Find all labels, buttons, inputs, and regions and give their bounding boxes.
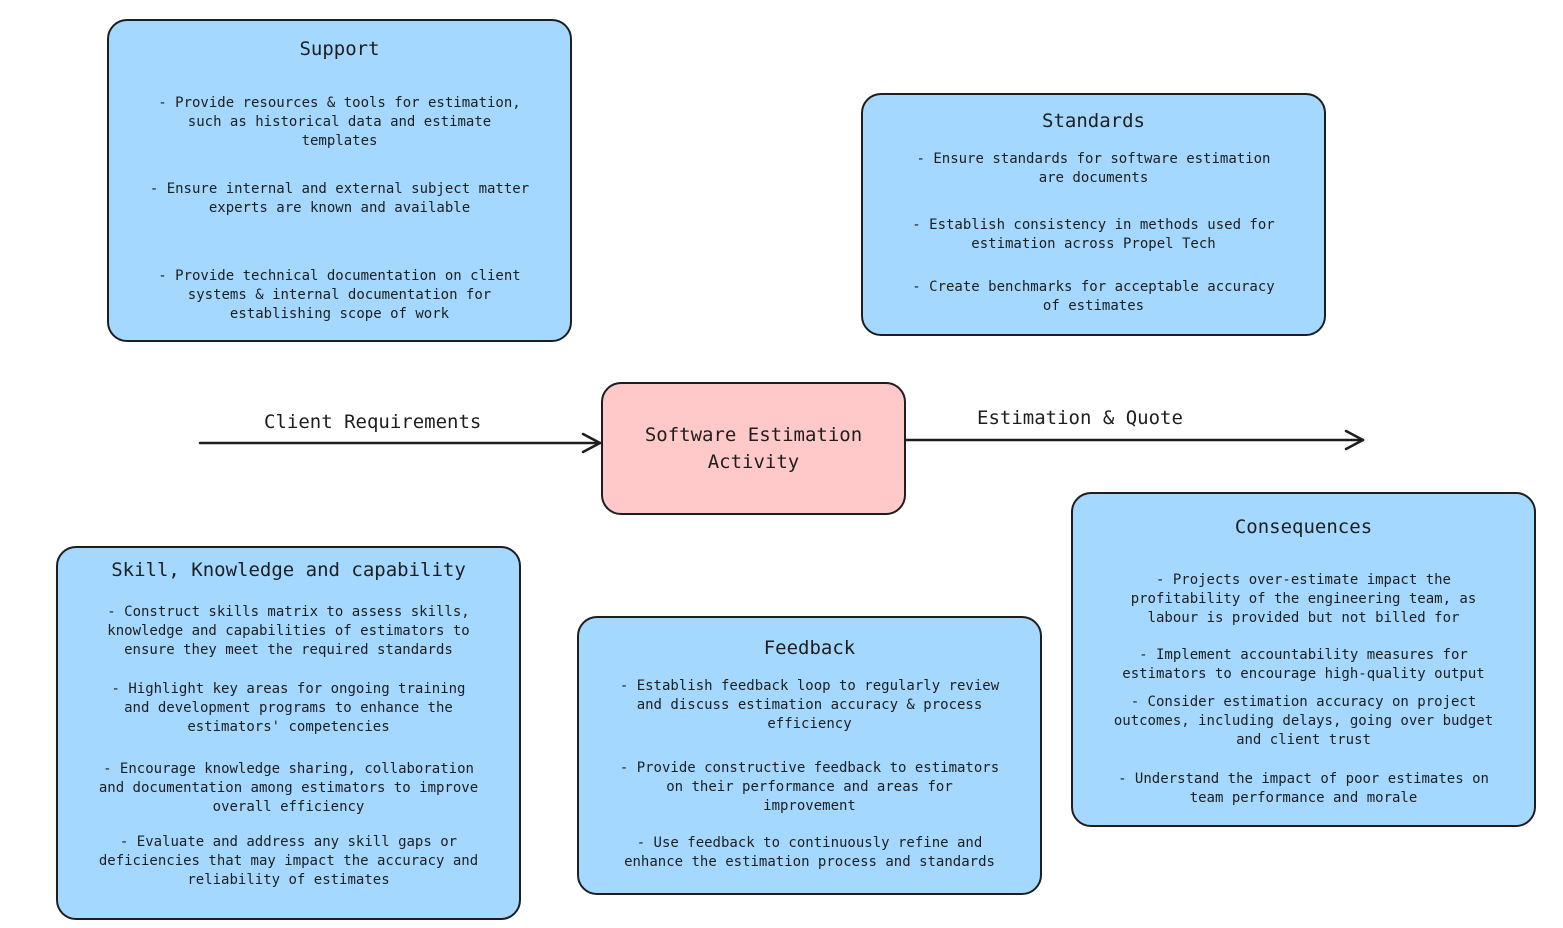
feedback-title: Feedback	[763, 637, 856, 659]
skills-box: Skill, Knowledge and capability - Constr…	[56, 546, 521, 920]
support-title: Support	[299, 38, 380, 60]
feedback-item: - Establish feedback loop to regularly r…	[619, 678, 1000, 732]
skills-title: Skill, Knowledge and capability	[111, 559, 466, 581]
center-node: Software Estimation Activity	[601, 382, 906, 515]
consequences-item: - Understand the impact of poor estimate…	[1118, 771, 1489, 806]
input-arrow-label: Client Requirements	[264, 411, 482, 433]
standards-item: - Establish consistency in methods used …	[912, 217, 1275, 252]
standards-title: Standards	[1042, 110, 1145, 132]
support-item: - Provide resources & tools for estimati…	[158, 95, 521, 149]
consequences-item: - Projects over-estimate impact the prof…	[1130, 572, 1477, 626]
output-arrow-label: Estimation & Quote	[977, 407, 1183, 429]
input-arrow	[198, 432, 602, 454]
skills-item: - Construct skills matrix to assess skil…	[107, 604, 470, 658]
skills-item: - Encourage knowledge sharing, collabora…	[98, 761, 479, 815]
feedback-box: Feedback - Establish feedback loop to re…	[577, 616, 1042, 895]
standards-item: - Ensure standards for software estimati…	[916, 151, 1271, 186]
support-item: - Ensure internal and external subject m…	[149, 181, 530, 216]
skills-item: - Highlight key areas for ongoing traini…	[111, 681, 466, 735]
consequences-box: Consequences - Projects over-estimate im…	[1071, 492, 1536, 827]
output-arrow	[904, 429, 1365, 451]
standards-box: Standards - Ensure standards for softwar…	[861, 93, 1326, 336]
feedback-item: - Use feedback to continuously refine an…	[624, 835, 995, 870]
consequences-title: Consequences	[1234, 516, 1373, 538]
support-item: - Provide technical documentation on cli…	[158, 268, 521, 322]
standards-item: - Create benchmarks for acceptable accur…	[912, 279, 1275, 314]
support-box: Support - Provide resources & tools for …	[107, 19, 572, 342]
consequences-item: - Implement accountability measures for …	[1122, 647, 1485, 682]
skills-item: - Evaluate and address any skill gaps or…	[98, 834, 479, 888]
feedback-item: - Provide constructive feedback to estim…	[619, 760, 1000, 814]
consequences-item: - Consider estimation accuracy on projec…	[1113, 694, 1494, 748]
